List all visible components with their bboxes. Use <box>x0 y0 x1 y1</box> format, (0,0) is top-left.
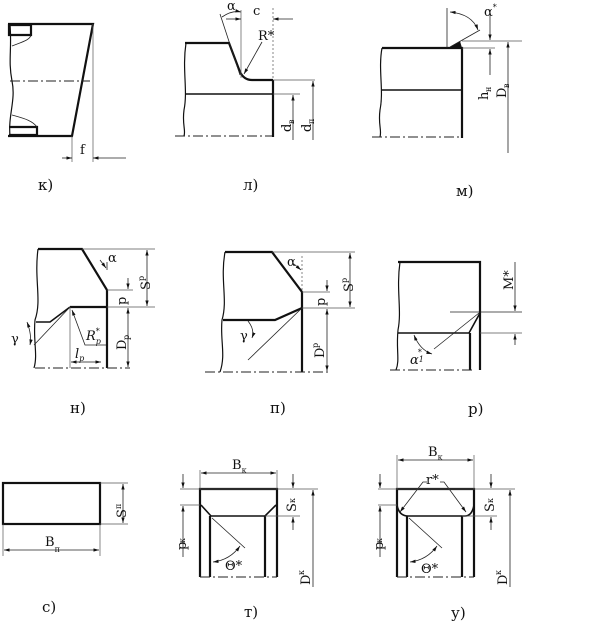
dim-R: R* <box>258 29 275 44</box>
dim-D-sub: в <box>502 83 511 88</box>
dim-D: D <box>496 575 511 585</box>
dim-gamma: γ <box>240 329 248 344</box>
dim-S: S <box>342 283 357 292</box>
caption-k: к) <box>38 176 53 194</box>
panel-s: Sп Bп с) <box>1 481 130 616</box>
dim-d-v-sub: в <box>287 119 296 124</box>
dim-f: f <box>80 143 86 158</box>
dim-D-sub: к <box>297 570 306 575</box>
dim-S-sub: п <box>114 504 123 509</box>
dim-theta: Θ* <box>421 562 439 577</box>
dim-theta: Θ* <box>225 559 243 574</box>
dim-M: M* <box>502 270 517 290</box>
panel-l: α c R* d в d п л) <box>175 0 316 194</box>
dim-d-p-sub: п <box>307 119 316 124</box>
dim-h: h <box>477 91 492 100</box>
dim-S: S <box>115 509 130 518</box>
dim-l: lp <box>75 347 84 363</box>
dim-p: p <box>372 542 387 550</box>
dim-d-v: d <box>280 124 295 132</box>
panel-u: Θ* r* Bк Sк pк Dк у) <box>372 445 515 622</box>
dim-c: c <box>253 4 260 19</box>
dim-d-p: d <box>300 124 315 132</box>
dim-alpha: α <box>287 255 296 270</box>
caption-r: р) <box>468 400 483 418</box>
dim-S-sub: p <box>340 278 349 283</box>
dim-D: D <box>313 348 328 358</box>
dim-B: Bп <box>45 535 60 554</box>
dim-p-sub: к <box>178 538 187 543</box>
panel-r: α1* M* р) <box>390 260 522 418</box>
dim-p: p <box>115 297 130 305</box>
caption-n: н) <box>70 399 86 417</box>
dim-alpha: α <box>227 0 236 14</box>
dim-p: p <box>175 542 190 550</box>
dim-B: Bк <box>428 445 443 462</box>
dim-D-sub: p <box>311 343 320 348</box>
dim-B: Bк <box>232 458 247 475</box>
dim-S: S <box>483 503 498 512</box>
caption-p: п) <box>270 399 286 417</box>
caption-t: т) <box>244 603 258 621</box>
dim-gamma: γ <box>11 332 19 347</box>
dim-r: r* <box>426 473 439 488</box>
dim-S-sub: к <box>486 498 495 503</box>
dim-alpha: α <box>108 251 117 266</box>
panel-n: α Sp p Dp R*p lp γ н) <box>11 247 155 417</box>
dim-h-sub: н <box>484 87 493 92</box>
dim-D-sub: к <box>494 570 503 575</box>
dim-D: D <box>299 575 314 585</box>
dim-S-sub: p <box>137 276 146 281</box>
dim-S: S <box>139 281 154 290</box>
panel-k: f к) <box>7 22 126 194</box>
caption-l: л) <box>243 176 258 194</box>
dim-S-sub: к <box>288 498 297 503</box>
panel-p: α Sp p Dp γ п) <box>205 250 357 417</box>
caption-m: м) <box>456 182 474 200</box>
dim-D: D <box>495 88 510 98</box>
dim-S: S <box>285 503 300 512</box>
dim-D-sub: p <box>122 335 131 340</box>
panel-t: Θ* Bк Sк pк Dк т) <box>175 458 318 621</box>
dim-alpha1: α1* <box>410 348 424 368</box>
caption-u: у) <box>451 604 466 622</box>
dim-alpha-star: α* <box>484 3 497 20</box>
dim-D: D <box>115 340 130 350</box>
caption-s: с) <box>42 598 56 616</box>
dim-p: p <box>314 298 329 306</box>
dim-p-sub: к <box>375 538 384 543</box>
dim-R: R*p <box>85 327 101 346</box>
panel-m: α* h н D в м) <box>372 3 522 200</box>
